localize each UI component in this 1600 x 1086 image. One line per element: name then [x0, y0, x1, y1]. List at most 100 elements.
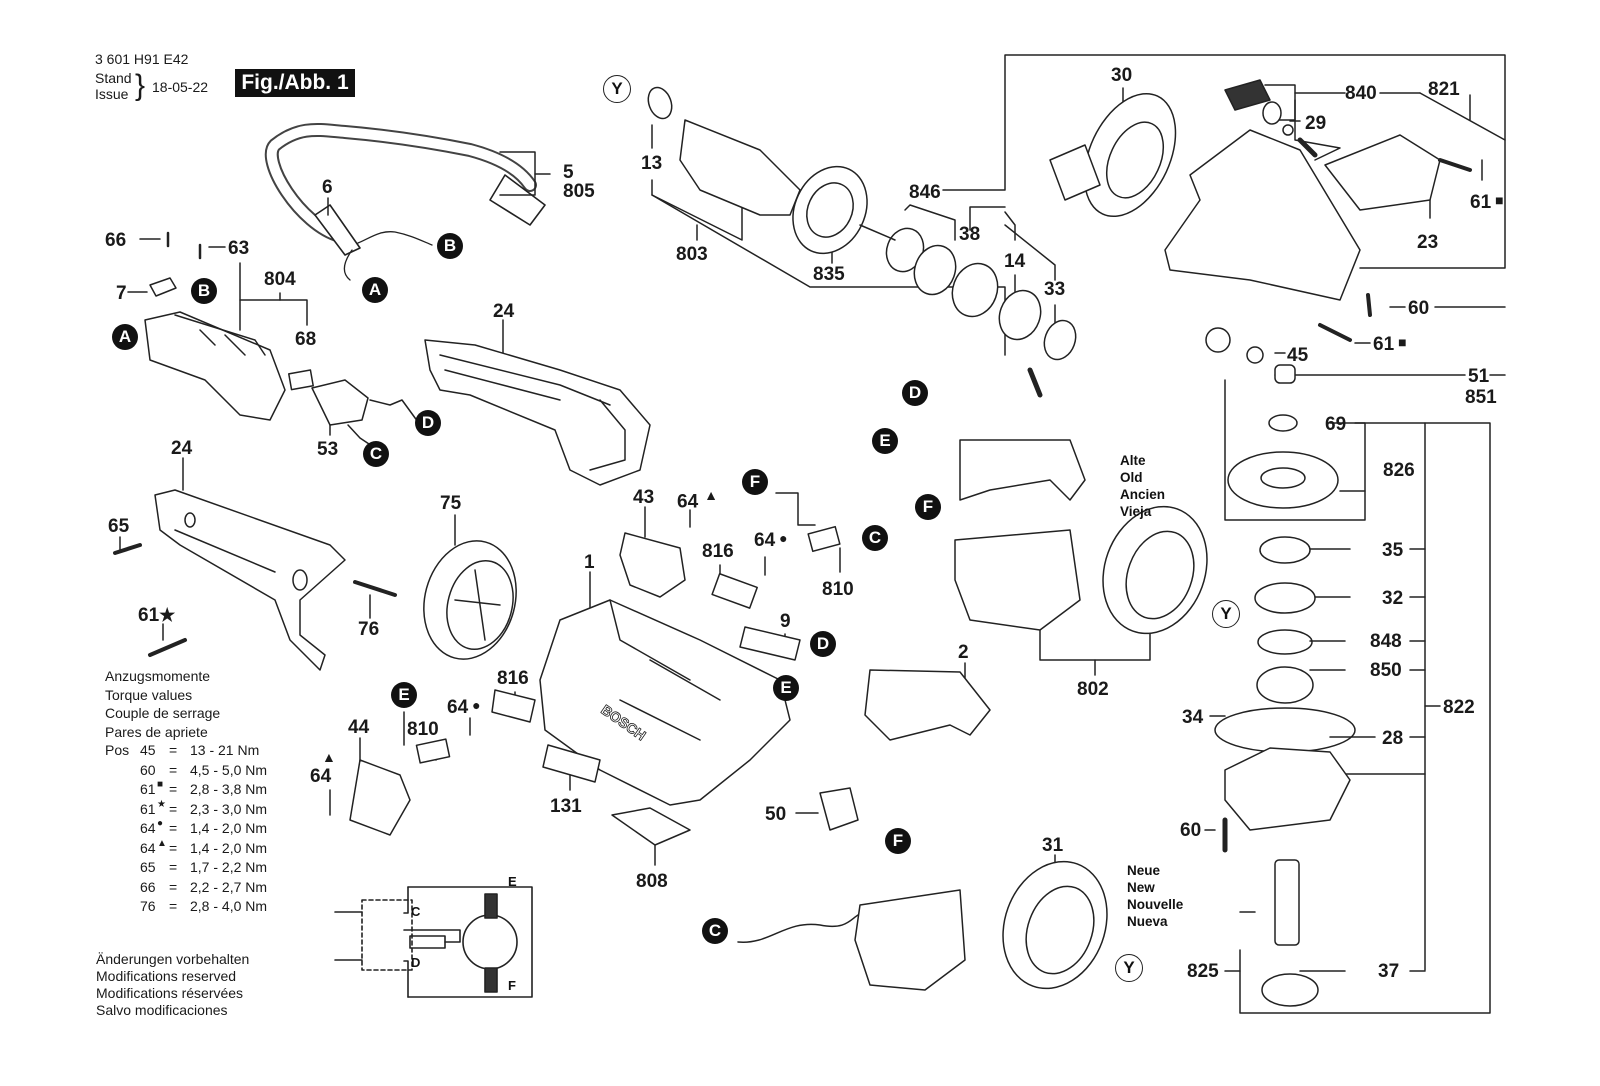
callout-846[interactable]: 846: [909, 182, 941, 203]
callout-64-dot-lower[interactable]: 64●: [447, 698, 481, 717]
callout-38[interactable]: 38: [959, 224, 981, 245]
marker-y-new[interactable]: Y: [1115, 954, 1143, 982]
marker-f-old[interactable]: F: [915, 494, 941, 520]
callout-31[interactable]: 31: [1042, 835, 1064, 856]
torque-value: 2,8 - 4,0 Nm: [190, 898, 268, 914]
callout-63[interactable]: 63: [228, 238, 250, 259]
callout-66[interactable]: 66: [105, 230, 127, 251]
callout-61-square-top[interactable]: 61■: [1470, 193, 1504, 212]
marker-f-new[interactable]: F: [885, 828, 911, 854]
callout-808[interactable]: 808: [636, 871, 668, 892]
callout-821[interactable]: 821: [1428, 79, 1460, 100]
torque-pos: 64: [140, 839, 156, 856]
callout-6[interactable]: 6: [322, 177, 333, 198]
callout-822[interactable]: 822: [1443, 697, 1475, 718]
callout-28[interactable]: 28: [1382, 728, 1404, 749]
callout-61-star[interactable]: 61★: [138, 606, 175, 625]
callout-825[interactable]: 825: [1187, 961, 1219, 982]
marker-f-brush[interactable]: F: [742, 469, 768, 495]
callout-64-number: 64: [310, 766, 332, 787]
callout-76[interactable]: 76: [358, 619, 380, 640]
callout-64-triangle-top[interactable]: 64▲: [677, 488, 718, 511]
callout-60-top[interactable]: 60: [1408, 298, 1430, 319]
callout-840[interactable]: 840: [1345, 83, 1377, 104]
torque-value: 1,7 - 2,2 Nm: [190, 859, 268, 875]
callout-24-lower[interactable]: 24: [171, 438, 193, 459]
callout-44[interactable]: 44: [348, 717, 370, 738]
marker-d-switch[interactable]: D: [415, 410, 441, 436]
callout-64-triangle-lower[interactable]: 64: [310, 767, 331, 786]
marker-d-old[interactable]: D: [902, 380, 928, 406]
torque-value: 2,3 - 3,0 Nm: [190, 800, 268, 817]
callout-24-upper[interactable]: 24: [493, 301, 515, 322]
stand-label: Stand: [95, 70, 132, 86]
callout-2[interactable]: 2: [958, 642, 969, 663]
callout-69[interactable]: 69: [1325, 414, 1347, 435]
mod-de: Änderungen vorbehalten: [96, 951, 250, 967]
callout-29[interactable]: 29: [1305, 113, 1327, 134]
housing-cover: [424, 339, 651, 486]
callout-64-dot-upper[interactable]: 64●: [754, 531, 788, 550]
callout-835[interactable]: 835: [813, 264, 845, 285]
torque-title-es: Pares de apriete: [105, 723, 208, 740]
callout-131[interactable]: 131: [550, 796, 582, 817]
callout-804[interactable]: 804: [264, 269, 296, 290]
callout-30[interactable]: 30: [1111, 65, 1133, 86]
callout-75[interactable]: 75: [440, 493, 462, 514]
marker-e-brush[interactable]: E: [391, 682, 417, 708]
marker-d-new[interactable]: D: [810, 631, 836, 657]
callout-14[interactable]: 14: [1004, 251, 1026, 272]
callout-826[interactable]: 826: [1383, 460, 1415, 481]
callout-802[interactable]: 802: [1077, 679, 1109, 700]
callout-65[interactable]: 65: [108, 516, 130, 537]
torque-row: 61★=2,3 - 3,0 Nm: [105, 799, 305, 820]
torque-pos: 76: [140, 898, 156, 914]
callout-1[interactable]: 1: [584, 552, 595, 573]
marker-a-switch[interactable]: A: [112, 324, 138, 350]
callout-848[interactable]: 848: [1370, 631, 1402, 652]
callout-51[interactable]: 51: [1468, 366, 1490, 387]
marker-a-cord[interactable]: A: [362, 277, 388, 303]
callout-816-upper[interactable]: 816: [702, 541, 734, 562]
marker-c-new[interactable]: C: [702, 918, 728, 944]
callout-34[interactable]: 34: [1182, 707, 1204, 728]
callout-50[interactable]: 50: [765, 804, 787, 825]
callout-805[interactable]: 805: [563, 181, 595, 202]
marker-b-cord[interactable]: B: [437, 233, 463, 259]
marker-c-switch[interactable]: C: [363, 441, 389, 467]
callout-803[interactable]: 803: [676, 244, 708, 265]
torque-row: 64●=1,4 - 2,0 Nm: [105, 818, 305, 839]
callout-53[interactable]: 53: [317, 439, 339, 460]
old-de: Alte: [1120, 453, 1146, 468]
marker-b-switch[interactable]: B: [191, 278, 217, 304]
callout-810-lower[interactable]: 810: [407, 719, 439, 740]
callout-9[interactable]: 9: [780, 611, 791, 632]
callout-43[interactable]: 43: [633, 487, 655, 508]
callout-33[interactable]: 33: [1044, 279, 1066, 300]
torque-value: 2,8 - 3,8 Nm: [190, 781, 268, 797]
small-parts: [349, 525, 859, 846]
callout-45[interactable]: 45: [1287, 345, 1309, 366]
callout-35[interactable]: 35: [1382, 540, 1404, 561]
marker-y-armature[interactable]: Y: [603, 75, 631, 103]
callout-850[interactable]: 850: [1370, 660, 1402, 681]
callout-68[interactable]: 68: [295, 329, 317, 350]
marker-e-old[interactable]: E: [872, 428, 898, 454]
callout-64-number: 64: [754, 530, 776, 551]
callout-7[interactable]: 7: [116, 283, 127, 304]
marker-y-old[interactable]: Y: [1212, 600, 1240, 628]
torque-value: 13 - 21 Nm: [190, 742, 260, 758]
callout-5[interactable]: 5: [563, 162, 574, 183]
callout-810-upper[interactable]: 810: [822, 579, 854, 600]
callout-816-lower[interactable]: 816: [497, 668, 529, 689]
marker-e-new[interactable]: E: [773, 675, 799, 701]
callout-23[interactable]: 23: [1417, 232, 1439, 253]
callout-60-lower[interactable]: 60: [1180, 820, 1202, 841]
callout-37[interactable]: 37: [1378, 961, 1400, 982]
callout-32[interactable]: 32: [1382, 588, 1404, 609]
callout-13[interactable]: 13: [641, 153, 663, 174]
marker-c-old[interactable]: C: [862, 525, 888, 551]
callout-61-square-mid[interactable]: 61■: [1373, 335, 1407, 354]
callout-851[interactable]: 851: [1465, 387, 1497, 408]
